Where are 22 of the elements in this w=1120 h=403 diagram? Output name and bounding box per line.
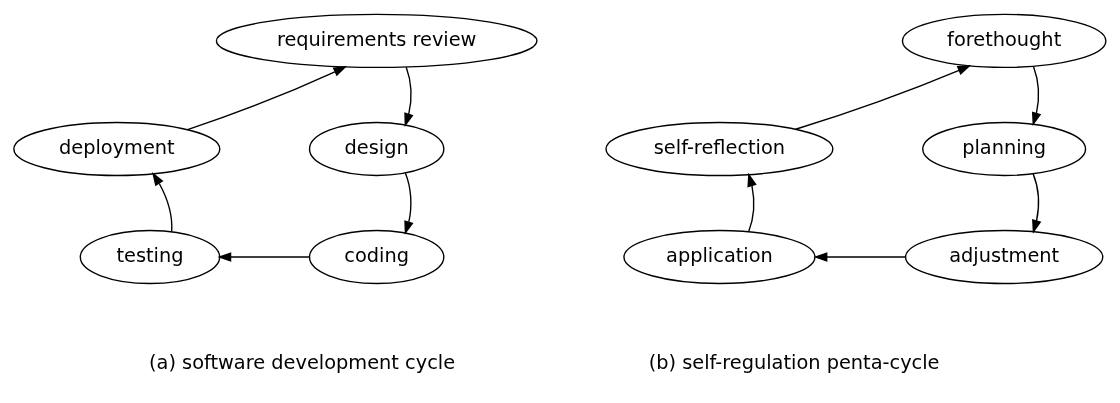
arrow <box>404 66 414 127</box>
node-ellipse: adjustment <box>904 229 1104 285</box>
node-ellipse: application <box>623 229 816 285</box>
arrow <box>152 171 173 233</box>
node-ellipse: coding <box>308 229 445 285</box>
node-ellipse: design <box>308 121 445 177</box>
arrow <box>747 172 757 233</box>
arrow <box>1031 66 1042 126</box>
arrow <box>794 65 972 130</box>
label: (a) software development cycle <box>149 350 456 374</box>
node-ellipse: self-reflection <box>605 121 834 177</box>
node-ellipse: requirements review <box>215 13 538 69</box>
node-ellipse: forethought <box>901 13 1107 69</box>
arrow <box>404 172 414 235</box>
arrow <box>813 252 906 262</box>
label: (b) self-regulation penta-cycle <box>648 350 940 374</box>
arrow <box>186 66 348 131</box>
arrow <box>1032 173 1042 234</box>
node-ellipse: testing <box>79 229 221 285</box>
node-ellipse: deployment <box>13 121 221 177</box>
node-ellipse: planning <box>922 121 1087 177</box>
arrow <box>217 252 310 262</box>
